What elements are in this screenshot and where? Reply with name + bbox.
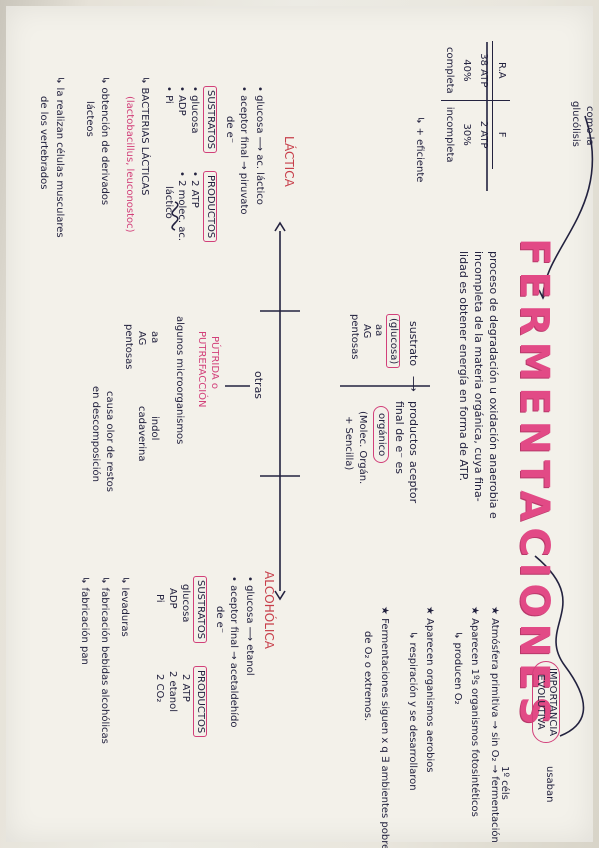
page-title: FERMENTACIONES — [511, 238, 557, 732]
comparison-header-row: R.A F — [492, 41, 510, 169]
definition-line-3: lidad es obtener energía en forma de ATP… — [457, 251, 470, 482]
arrow-curve-top — [542, 115, 594, 297]
comparison-cell: incompleta — [444, 106, 455, 163]
importancia-item-2: ★ Aparecen 1ºs organismos fotosintéticos — [469, 606, 480, 817]
lactica-title: LÁCTICA — [282, 136, 296, 187]
center-pentosas: pentosas — [349, 314, 360, 360]
otras-descomp: en descomposición — [90, 386, 101, 482]
importancia-item-3: ↳ producen O₂ — [452, 631, 463, 705]
otras-putrida: PÚTRIDA o — [209, 336, 220, 390]
comparison-cell: 40% — [458, 41, 475, 101]
lactica-de-e: de e⁻ — [224, 116, 235, 144]
definition-line-2: incompleta de la materia orgánica, cuya … — [472, 251, 485, 502]
lactica-musculo: ↳ la realizan células musculares — [54, 76, 65, 238]
lactica-lacteos: lácteos — [84, 101, 95, 137]
otras-ag: AG — [136, 331, 147, 346]
importancia-label: IMPORTANCIA EVOLUTIVA — [532, 661, 560, 744]
alcoholica-glucosa: • glucosa ⟶ etanol — [244, 576, 255, 676]
table-row: completa incompleta — [441, 41, 458, 169]
alcoholica-title: ALCOHÓLICA — [262, 571, 276, 649]
comparison-cell: 2 ATP — [478, 120, 489, 149]
importancia-item-6: ★ Fermentaciones siguen x q ∃ ambientes … — [379, 606, 390, 848]
otras-algunos: algunos microorganismos — [174, 316, 185, 445]
definition-line-1: proceso de degradación u oxidación anaer… — [487, 251, 500, 519]
alcoholica-de-e: de e⁻ — [214, 606, 225, 634]
center-bubble-sencilla: + Sencilla) — [343, 416, 354, 471]
importancia-label-2: EVOLUTIVA — [535, 674, 546, 730]
alcoholica-productos-label: PRODUCTOS — [193, 666, 207, 738]
squiggle-left — [171, 201, 179, 231]
alcoholica-sustrato-1: glucosa — [180, 584, 191, 623]
alcoholica-sustratos-label: SUSTRATOS — [193, 576, 207, 644]
center-sustrato: sustrato — [407, 321, 420, 367]
alcoholica-levaduras: ↳ levaduras — [119, 576, 130, 637]
otras-pentosas: pentosas — [123, 324, 134, 370]
lactica-producto-2: • 2 molec. ac. — [176, 171, 187, 242]
lactica-bacterias: ↳ BACTERIAS LÁCTICAS — [139, 76, 150, 196]
alcoholica-producto-3: 2 CO₂ — [154, 674, 165, 703]
lactica-bacterias-sub: (lactobacillus, leuconostoc) — [124, 96, 135, 233]
otras-causa: causa olor de restos — [104, 391, 115, 492]
importancia-side-1: usaban — [544, 766, 555, 803]
mind-map-lines — [171, 42, 594, 737]
lactica-obtencion: ↳ obtención de derivados — [99, 76, 110, 206]
comparison-header-f: F — [492, 100, 510, 169]
alcoholica-sustrato-3: Pi — [154, 594, 165, 603]
comparison-cell: 38 ATP — [475, 41, 493, 101]
table-row: 40% 30% — [458, 41, 475, 169]
lactica-sustrato-2: • ADP — [176, 86, 187, 116]
otras-aa: aa — [149, 331, 160, 344]
arrow-head-top — [538, 289, 548, 300]
note-glucolisis: glucólisis — [570, 101, 581, 147]
alcoholica-producto-2: 2 etanol — [167, 671, 178, 712]
alcoholica-aceptor: • aceptor final → acetaldehído — [228, 576, 239, 728]
otras-indol: indol — [149, 416, 160, 441]
notebook-sheet: { "title": "FERMENTACIONES", "definition… — [6, 6, 595, 848]
alcoholica-bebidas: ↳ fabricación bebidas alcohólicas — [99, 576, 110, 744]
center-bubble-molec: (Molec. Orgán. — [357, 411, 368, 485]
importancia-label-1: IMPORTANCIA — [547, 668, 558, 737]
otras-putrefaccion: PUTREFACCIÓN — [196, 331, 207, 408]
lactica-sustratos-label: SUSTRATOS — [203, 86, 217, 154]
lactica-sustrato-3: • Pi — [163, 86, 174, 104]
axis-arrow-left — [274, 221, 286, 232]
comparison-table: R.A F 38 ATP 2 ATP 40% 30% completa inco… — [441, 41, 510, 169]
arrow-curve-right — [534, 555, 585, 737]
center-ag: AG — [361, 324, 372, 339]
importancia-item-1: ★ Atmósfera primitiva → sin O₂ → ferment… — [489, 606, 500, 843]
lactica-aceptor: • aceptor final → piruvato — [238, 86, 249, 215]
lactica-vertebrados: de los vertebrados — [38, 96, 49, 190]
center-aceptor: aceptor — [407, 461, 420, 504]
axis-arrow-right — [274, 590, 286, 601]
importancia-item-7: de O₂ o extremos. — [362, 631, 373, 722]
center-arrow: ⟶ — [407, 376, 420, 392]
comparison-footer: ↳ + eficiente — [414, 116, 425, 183]
importancia-item-4: ★ Aparecen organismos aerobios — [424, 606, 435, 773]
otras-title: otras — [252, 371, 265, 400]
alcoholica-pan: ↳ fabricación pan — [79, 576, 90, 665]
lactica-sustrato-1: • glucosa — [189, 86, 200, 134]
note-como-la: como la — [584, 106, 595, 146]
center-final-de-e: final de e⁻ es — [393, 401, 406, 475]
lactica-producto-3: láctico — [163, 186, 174, 219]
center-aa: aa — [373, 324, 384, 337]
center-glucosa: (glucosa) — [386, 314, 400, 369]
lactica-productos-label: PRODUCTOS — [203, 171, 217, 243]
comparison-cell: completa — [441, 41, 458, 101]
comparison-cell: 30% — [461, 123, 472, 146]
rotated-notes-canvas: { "title": "FERMENTACIONES", "definition… — [6, 6, 599, 848]
lactica-glucosa: • glucosa ⟶ ac. láctico — [254, 86, 265, 205]
importancia-item-5: ↳ respiración y se desarrollaron — [407, 631, 418, 791]
alcoholica-producto-1: 2 ATP — [180, 674, 191, 702]
comparison-header-ra: R.A — [492, 41, 510, 101]
center-productos: productos — [407, 401, 420, 456]
alcoholica-sustrato-2: ADP — [167, 588, 178, 609]
center-bubble-organico: orgánico — [373, 406, 389, 464]
table-row: 38 ATP 2 ATP — [475, 41, 493, 169]
otras-cadaverina: cadaverina — [136, 406, 147, 462]
lactica-producto-1: • 2 ATP — [189, 171, 200, 208]
